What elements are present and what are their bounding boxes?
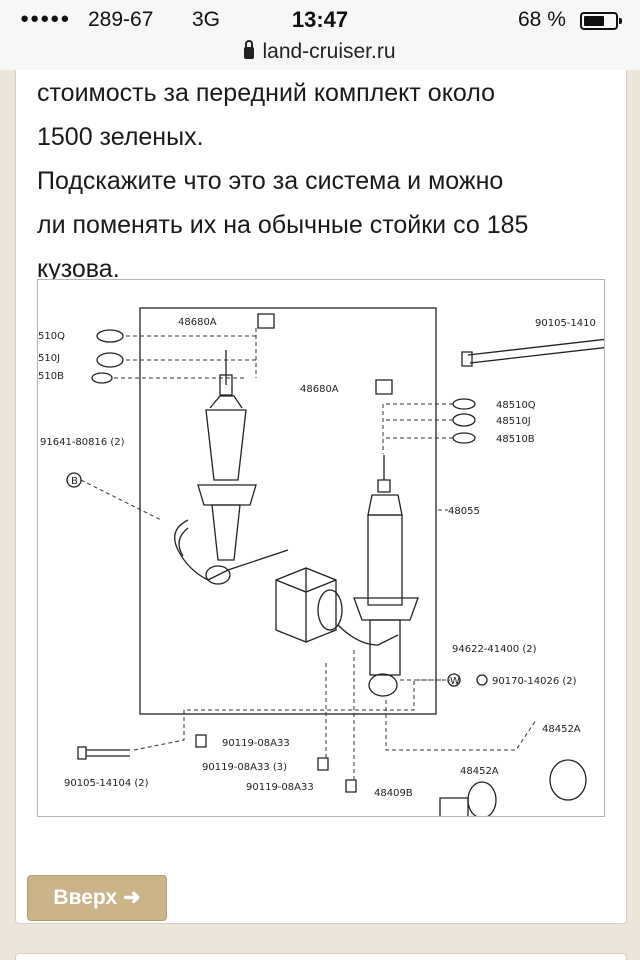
label-90119: 90119-08A33 — [246, 782, 314, 793]
washer-j-left — [96, 352, 124, 368]
carrier-name: 289-67 — [88, 8, 154, 31]
bushing-48452a-mid — [467, 781, 497, 816]
right-shock-upper-body — [367, 514, 403, 606]
label-w: W — [450, 676, 460, 687]
parts-diagram-svg: 48680A 48680A 510Q 510J 510B 91641-80816… — [38, 307, 604, 816]
bolt-90119-2 — [317, 757, 329, 771]
label-48510q: 48510Q — [496, 400, 536, 411]
label-48452a: 48452A — [542, 724, 581, 735]
scroll-to-top-button[interactable]: Вверх ➜ — [27, 875, 167, 921]
bushing-48409b — [439, 797, 469, 816]
bolt-90105-14104 — [77, 746, 130, 760]
long-bolt-head — [461, 351, 473, 367]
post-line: кузова. — [37, 255, 120, 283]
label-510b: 510B — [38, 371, 64, 382]
nut-48680a-right — [375, 379, 393, 395]
right-shock-rod — [377, 455, 391, 493]
signal-strength-icon: ●●●●● — [20, 10, 71, 27]
bushing-48452a-right — [549, 759, 587, 801]
leader-91641 — [80, 479, 162, 521]
left-shock-upper-body — [205, 409, 247, 481]
right-shock-eye — [368, 673, 398, 697]
right-shock-top — [367, 494, 403, 516]
label-90119: 90119-08A33 (3) — [202, 762, 287, 773]
label-48680a: 48680A — [300, 384, 339, 395]
suspension-parts-diagram[interactable]: 48680A 48680A 510Q 510J 510B 91641-80816… — [37, 279, 605, 817]
leader-right-washers — [382, 403, 453, 454]
label-91641: 91641-80816 (2) — [40, 437, 125, 448]
hydraulic-line-right — [337, 624, 399, 646]
left-shock-lower-body — [211, 504, 241, 561]
hydraulic-line-loop — [178, 527, 189, 557]
leader-left-washers — [114, 328, 257, 379]
label-48409b: 48409B — [374, 788, 413, 799]
washer-q-right — [452, 398, 476, 410]
post-line: Подскажите что это за система и можно — [37, 167, 504, 195]
washer-j-right — [452, 413, 476, 427]
washer-b-left — [91, 372, 113, 384]
label-94622: 94622-41400 (2) — [452, 644, 537, 655]
actuator-edges — [275, 568, 337, 642]
label-b: B — [71, 476, 78, 487]
hydraulic-line-left — [174, 519, 289, 581]
page-content[interactable]: стоимость за передний комплект около 150… — [0, 70, 640, 960]
post-line: 1500 зеленых. — [37, 123, 204, 151]
network-type: 3G — [192, 8, 221, 31]
label-90105-1410: 90105-1410 — [535, 318, 596, 329]
address-bar[interactable]: land-cruiser.ru — [0, 40, 640, 70]
long-bolt — [467, 338, 604, 364]
left-shock-rod — [219, 350, 233, 396]
leader-bolts — [133, 679, 444, 751]
callout-w-circle — [447, 673, 461, 687]
next-post-card — [15, 953, 627, 960]
actuator-motor — [317, 589, 343, 631]
status-bar: ●●●●● 289-67 3G 13:47 68 % — [0, 0, 640, 40]
nut-48680a-left — [257, 313, 275, 329]
left-shock-eye — [205, 565, 231, 585]
lock-icon — [244, 40, 255, 59]
washer-q-left — [96, 329, 124, 343]
label-90170: 90170-14026 (2) — [492, 676, 577, 687]
bolt-90119-1 — [195, 734, 207, 748]
leader-lower-bolts — [325, 648, 355, 780]
label-48510j: 48510J — [496, 416, 531, 427]
label-48510b: 48510B — [496, 434, 535, 445]
post-line: ли поменять их на обычные стойки со 185 — [37, 211, 529, 239]
right-shock-lower-body — [369, 619, 401, 676]
label-510q: 510Q — [38, 331, 65, 342]
label-48680a: 48680A — [178, 317, 217, 328]
assembly-frame — [139, 307, 437, 715]
label-48055: 48055 — [448, 506, 480, 517]
bolt-90119-3 — [345, 779, 357, 793]
right-shock-spring-seat — [353, 597, 419, 621]
left-shock-top — [209, 395, 243, 409]
battery-percent: 68 % — [518, 8, 566, 31]
url-domain: land-cruiser.ru — [262, 40, 396, 63]
washer-90170 — [476, 674, 488, 686]
clock: 13:47 — [291, 7, 349, 32]
post-line: стоимость за передний комплект около — [37, 79, 496, 107]
battery-icon — [580, 12, 622, 30]
washer-b-right — [452, 432, 476, 444]
label-90119: 90119-08A33 — [222, 738, 290, 749]
left-shock-spring-seat — [197, 484, 257, 506]
leader-48452a — [385, 700, 537, 751]
label-90105-14104: 90105-14104 (2) — [64, 778, 149, 789]
post-body: стоимость за передний комплект около 150… — [37, 71, 607, 291]
label-48452a: 48452A — [460, 766, 499, 777]
forum-post: стоимость за передний комплект около 150… — [15, 70, 627, 924]
label-510j: 510J — [38, 353, 60, 364]
